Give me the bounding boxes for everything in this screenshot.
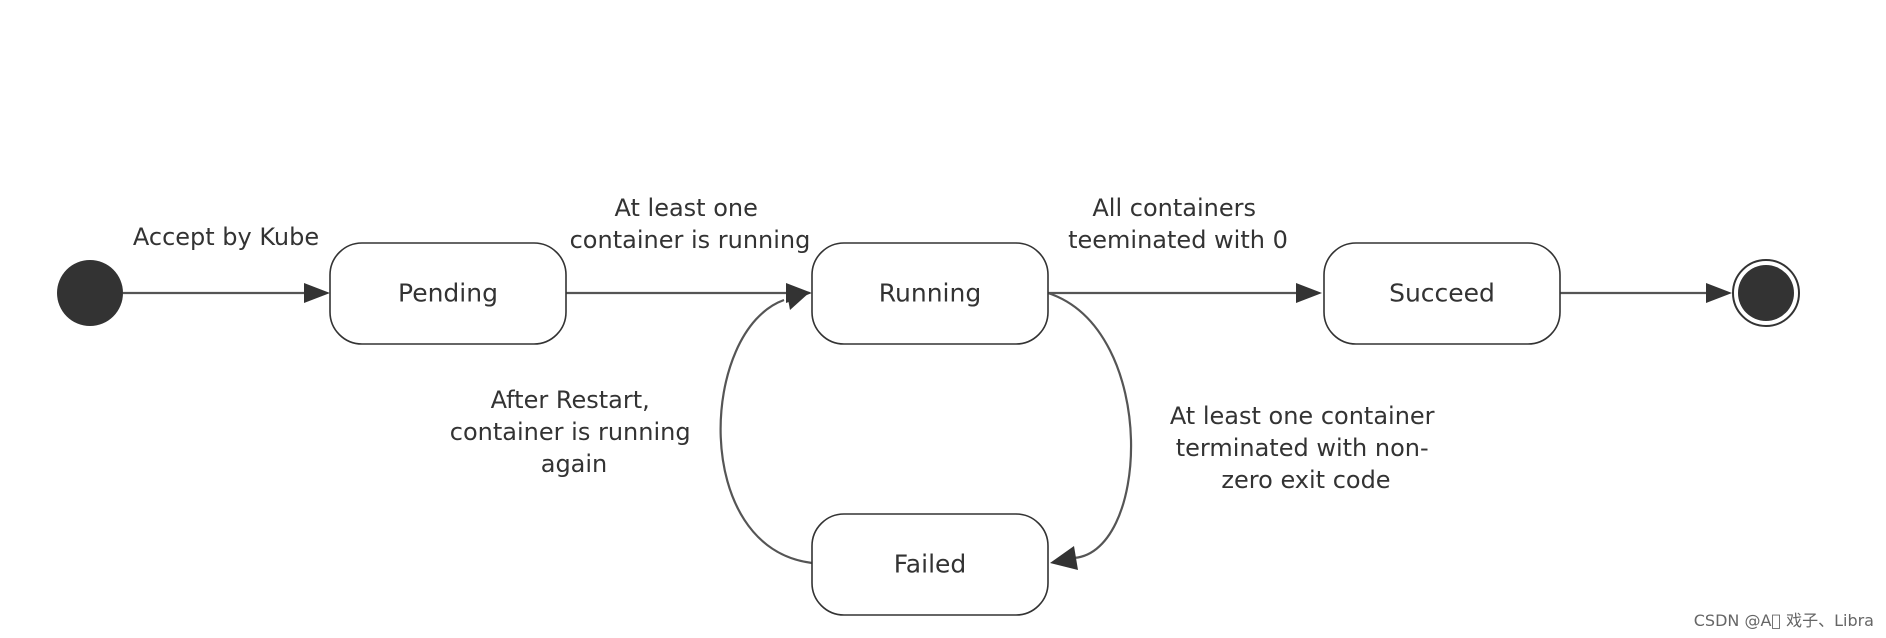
label-running-to-failed-line-3: zero exit code — [1221, 466, 1390, 494]
state-pending-label: Pending — [398, 279, 498, 308]
state-failed-box — [811, 513, 1049, 616]
state-pending-box — [329, 242, 567, 345]
state-succeed-box — [1323, 242, 1561, 345]
label-running-to-failed: At least one container terminated with n… — [1170, 402, 1442, 494]
state-failed: Failed — [811, 513, 1049, 616]
initial-state-node — [57, 260, 123, 326]
label-running-to-succeed-line-1: All containers — [1092, 194, 1256, 222]
arrow-running-to-failed — [1050, 546, 1078, 570]
label-pending-to-running-line-2: container is running — [570, 226, 811, 254]
arrow-initial-to-pending — [304, 283, 330, 303]
final-state-node — [1738, 265, 1794, 321]
state-succeed: Succeed — [1323, 242, 1561, 345]
label-pending-to-running: At least one container is running — [570, 194, 811, 254]
label-failed-to-running: After Restart, container is running agai… — [450, 386, 698, 478]
state-pending: Pending — [329, 242, 567, 345]
state-failed-label: Failed — [894, 550, 967, 579]
arrow-running-to-succeed — [1296, 283, 1322, 303]
state-running-label: Running — [879, 279, 981, 308]
edge-failed-to-running — [719, 298, 813, 565]
state-running: Running — [811, 242, 1049, 345]
state-running-box — [811, 242, 1049, 345]
arrow-failed-to-running — [786, 288, 810, 310]
label-initial-to-pending-line-1: Accept by Kube — [133, 223, 319, 251]
label-running-to-succeed-line-2: teeminated with 0 — [1068, 226, 1288, 254]
label-pending-to-running-line-1: At least one — [614, 194, 757, 222]
label-failed-to-running-line-1: After Restart, — [491, 386, 650, 414]
edge-running-to-failed — [1047, 291, 1133, 560]
state-succeed-label: Succeed — [1389, 279, 1495, 308]
label-failed-to-running-line-3: again — [541, 450, 608, 478]
label-running-to-succeed: All containers teeminated with 0 — [1068, 194, 1288, 254]
watermark-text: CSDN @A  戏子、Libra — [1694, 611, 1874, 630]
label-failed-to-running-line-2: container is running — [450, 418, 691, 446]
arrow-succeed-to-final — [1706, 283, 1732, 303]
label-running-to-failed-line-1: At least one container — [1170, 402, 1435, 430]
label-initial-to-pending: Accept by Kube — [133, 223, 319, 251]
label-running-to-failed-line-2: terminated with non- — [1176, 434, 1429, 462]
